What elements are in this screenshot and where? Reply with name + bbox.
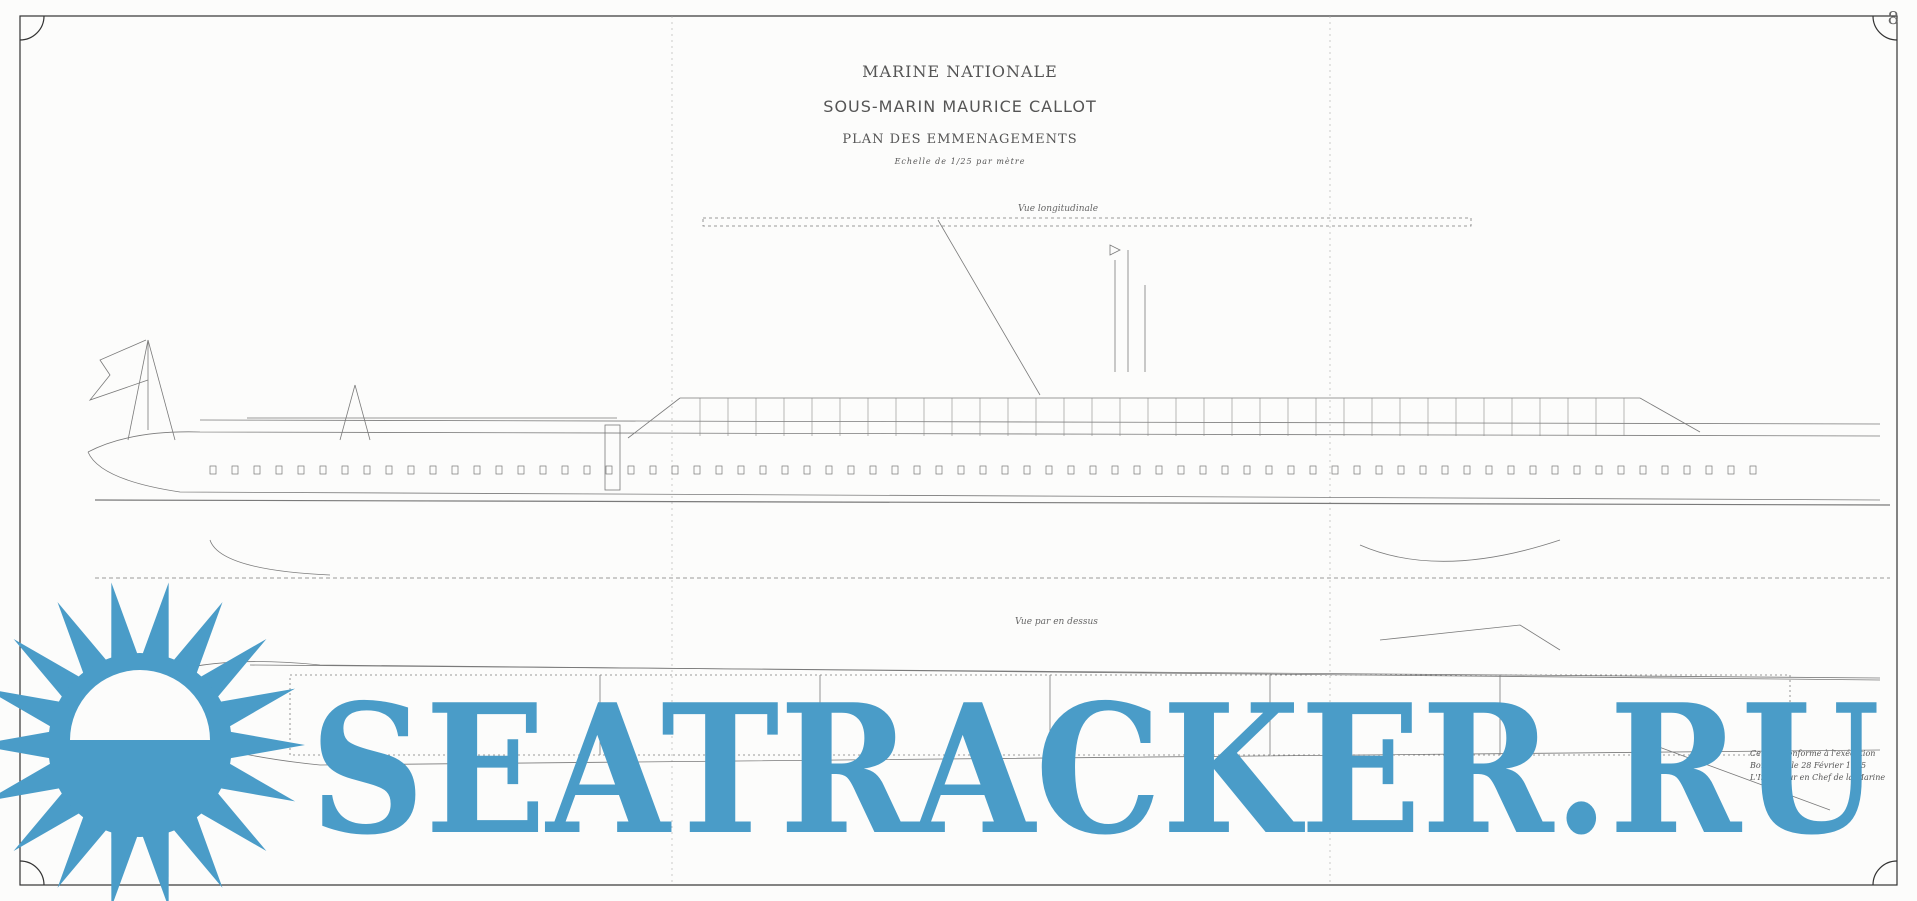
- porthole: [561, 465, 569, 475]
- porthole: [627, 465, 635, 475]
- porthole: [1133, 465, 1141, 475]
- porthole: [451, 465, 459, 475]
- porthole: [297, 465, 305, 475]
- porthole: [1705, 465, 1713, 475]
- porthole: [891, 465, 899, 475]
- porthole: [605, 465, 613, 475]
- porthole: [1287, 465, 1295, 475]
- porthole: [1177, 465, 1185, 475]
- porthole: [1221, 465, 1229, 475]
- porthole: [1463, 465, 1471, 475]
- porthole: [1001, 465, 1009, 475]
- porthole: [1265, 465, 1273, 475]
- certification-line-3: L'Ingénieur en Chef de la Marine: [1750, 773, 1886, 782]
- sheet-number: 8: [1887, 8, 1899, 29]
- certification-line-1: Certifié conforme à l'exécution: [1750, 749, 1876, 758]
- porthole: [869, 465, 877, 475]
- porthole: [759, 465, 767, 475]
- porthole: [319, 465, 327, 475]
- porthole: [913, 465, 921, 475]
- porthole: [1639, 465, 1647, 475]
- porthole: [1023, 465, 1031, 475]
- porthole: [495, 465, 503, 475]
- porthole: [429, 465, 437, 475]
- porthole: [715, 465, 723, 475]
- title-line-1: MARINE NATIONALE: [862, 62, 1058, 81]
- porthole: [407, 465, 415, 475]
- porthole: [825, 465, 833, 475]
- porthole: [341, 465, 349, 475]
- porthole: [649, 465, 657, 475]
- porthole: [1155, 465, 1163, 475]
- fold-lines: [671, 16, 1331, 885]
- porthole: [935, 465, 943, 475]
- porthole: [1045, 465, 1053, 475]
- porthole: [1111, 465, 1119, 475]
- porthole: [275, 465, 283, 475]
- porthole: [979, 465, 987, 475]
- sheet-border: [19, 15, 1898, 886]
- porthole: [1309, 465, 1317, 475]
- porthole: [517, 465, 525, 475]
- porthole: [957, 465, 965, 475]
- porthole-row: [209, 465, 1757, 475]
- scale-note: Echelle de 1/25 par mètre: [894, 157, 1026, 166]
- porthole: [1331, 465, 1339, 475]
- porthole: [1089, 465, 1097, 475]
- title-line-2: SOUS-MARIN MAURICE CALLOT: [823, 97, 1097, 116]
- porthole: [1243, 465, 1251, 475]
- porthole: [1749, 465, 1757, 475]
- porthole: [671, 465, 679, 475]
- certification-line-2: Bordeaux le 28 Février 1925: [1750, 761, 1867, 770]
- porthole: [693, 465, 701, 475]
- porthole: [385, 465, 393, 475]
- porthole: [1419, 465, 1427, 475]
- certification-note: Certifié conforme à l'exécution Bordeaux…: [1750, 748, 1885, 784]
- view-label-longitudinal: Vue longitudinale: [1018, 204, 1099, 214]
- porthole: [847, 465, 855, 475]
- porthole: [781, 465, 789, 475]
- porthole: [473, 465, 481, 475]
- porthole: [1397, 465, 1405, 475]
- porthole: [737, 465, 745, 475]
- porthole: [1661, 465, 1669, 475]
- stanchion-row: [699, 398, 1625, 436]
- porthole: [1617, 465, 1625, 475]
- side-elevation: [87, 217, 1891, 579]
- porthole: [803, 465, 811, 475]
- porthole: [1199, 465, 1207, 475]
- title-block: MARINE NATIONALE SOUS-MARIN MAURICE CALL…: [740, 62, 1180, 166]
- porthole: [231, 465, 239, 475]
- porthole: [539, 465, 547, 475]
- porthole: [1551, 465, 1559, 475]
- porthole: [583, 465, 591, 475]
- porthole: [1529, 465, 1537, 475]
- view-label-top: Vue par en dessus: [1015, 617, 1098, 627]
- porthole: [1507, 465, 1515, 475]
- porthole: [1595, 465, 1603, 475]
- plan-view: [119, 624, 1881, 811]
- porthole: [1485, 465, 1493, 475]
- porthole: [1067, 465, 1075, 475]
- porthole: [1683, 465, 1691, 475]
- porthole: [1727, 465, 1735, 475]
- porthole: [253, 465, 261, 475]
- porthole: [1573, 465, 1581, 475]
- porthole: [363, 465, 371, 475]
- porthole: [1375, 465, 1383, 475]
- porthole: [1441, 465, 1449, 475]
- porthole: [1353, 465, 1361, 475]
- title-line-3: PLAN DES EMMENAGEMENTS: [842, 132, 1078, 147]
- porthole: [209, 465, 217, 475]
